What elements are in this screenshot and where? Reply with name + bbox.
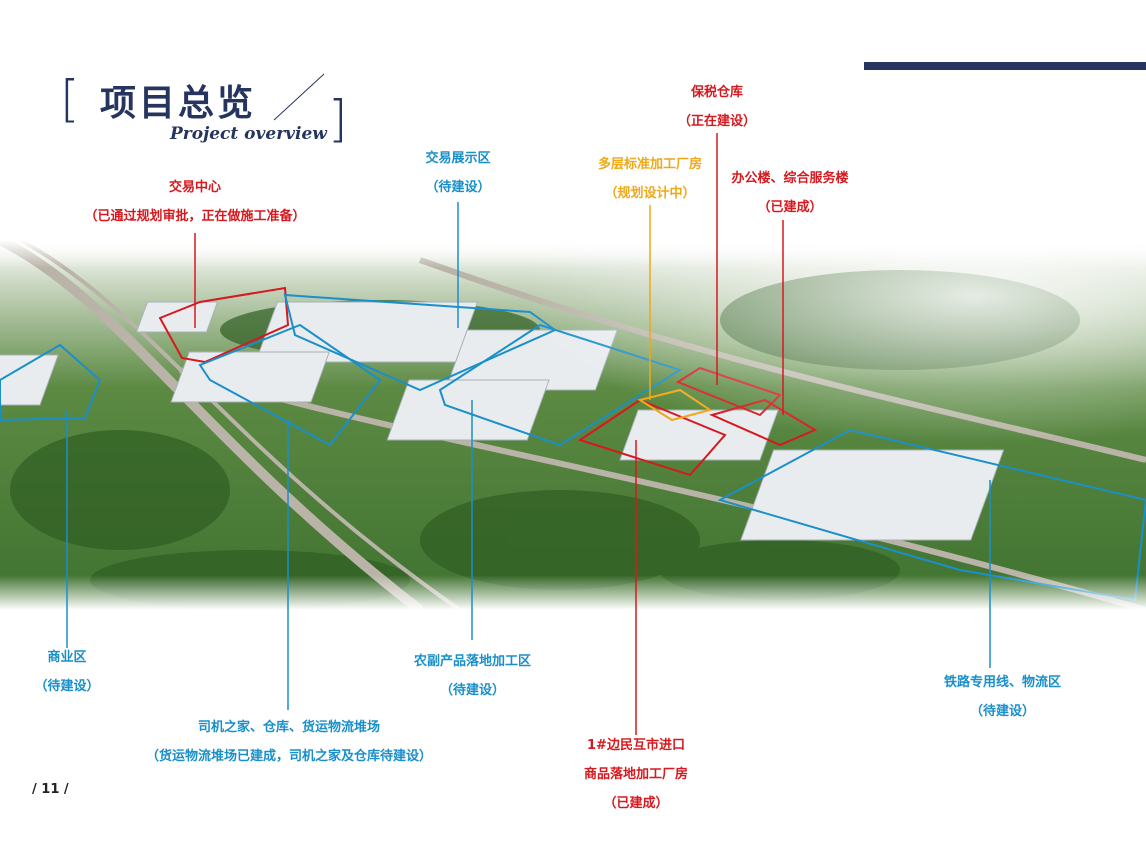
aerial-site-map — [0, 240, 1146, 610]
label-office: 办公楼、综合服务楼 （已建成） — [715, 164, 865, 222]
label-driver-home-status: （货运物流堆场已建成，司机之家及仓库待建设） — [145, 749, 432, 764]
label-trade-center: 交易中心 （已通过规划审批，正在做施工准备） — [75, 173, 315, 231]
label-bonded-warehouse-status: （正在建设） — [677, 114, 756, 129]
label-multi-factory-status: （规划设计中） — [604, 186, 696, 201]
label-railway-name: 铁路专用线、物流区 — [943, 675, 1061, 690]
label-office-name: 办公楼、综合服务楼 — [731, 171, 849, 186]
label-trade-exhibit-name: 交易展示区 — [425, 151, 491, 166]
label-multi-factory-name: 多层标准加工厂房 — [597, 157, 702, 172]
label-border-factory-status: （已建成） — [603, 796, 669, 811]
page-title: 项目总览 — [100, 83, 257, 124]
page-subtitle: Project overview — [170, 124, 327, 144]
label-driver-home: 司机之家、仓库、货运物流堆场 （货运物流堆场已建成，司机之家及仓库待建设） — [130, 713, 448, 771]
label-trade-exhibit-status: （待建设） — [425, 180, 491, 195]
label-border-factory-line1: 1#边民互市进口 — [587, 738, 685, 753]
page-title-block: [ 项目总览 Project overview ] — [60, 68, 360, 158]
label-commercial-status: （待建设） — [34, 679, 100, 694]
label-multi-factory: 多层标准加工厂房 （规划设计中） — [575, 150, 725, 208]
label-bonded-warehouse-name: 保税仓库 — [690, 85, 743, 100]
label-commercial-name: 商业区 — [47, 650, 87, 665]
label-agri-processing-status: （待建设） — [439, 683, 505, 698]
label-trade-center-status: （已通过规划审批，正在做施工准备） — [84, 209, 306, 224]
title-slash-decoration — [273, 73, 325, 121]
label-trade-center-name: 交易中心 — [168, 180, 221, 195]
header-accent-bar — [864, 62, 1146, 70]
label-commercial: 商业区 （待建设） — [17, 643, 117, 701]
title-bracket-open: [ — [60, 70, 80, 128]
label-trade-exhibit: 交易展示区 （待建设） — [398, 144, 518, 202]
label-agri-processing-name: 农副产品落地加工区 — [413, 654, 531, 669]
label-border-factory: 1#边民互市进口 商品落地加工厂房 （已建成） — [566, 731, 706, 818]
label-agri-processing: 农副产品落地加工区 （待建设） — [395, 647, 550, 705]
label-railway: 铁路专用线、物流区 （待建设） — [925, 668, 1080, 726]
map-fog — [0, 240, 1146, 610]
title-bracket-close: ] — [328, 90, 348, 148]
label-railway-status: （待建设） — [969, 704, 1035, 719]
label-bonded-warehouse: 保税仓库 （正在建设） — [667, 78, 767, 136]
label-driver-home-name: 司机之家、仓库、货运物流堆场 — [197, 720, 380, 735]
label-office-status: （已建成） — [757, 200, 823, 215]
page-number: / 11 / — [32, 782, 69, 797]
label-border-factory-line2: 商品落地加工厂房 — [583, 767, 688, 782]
